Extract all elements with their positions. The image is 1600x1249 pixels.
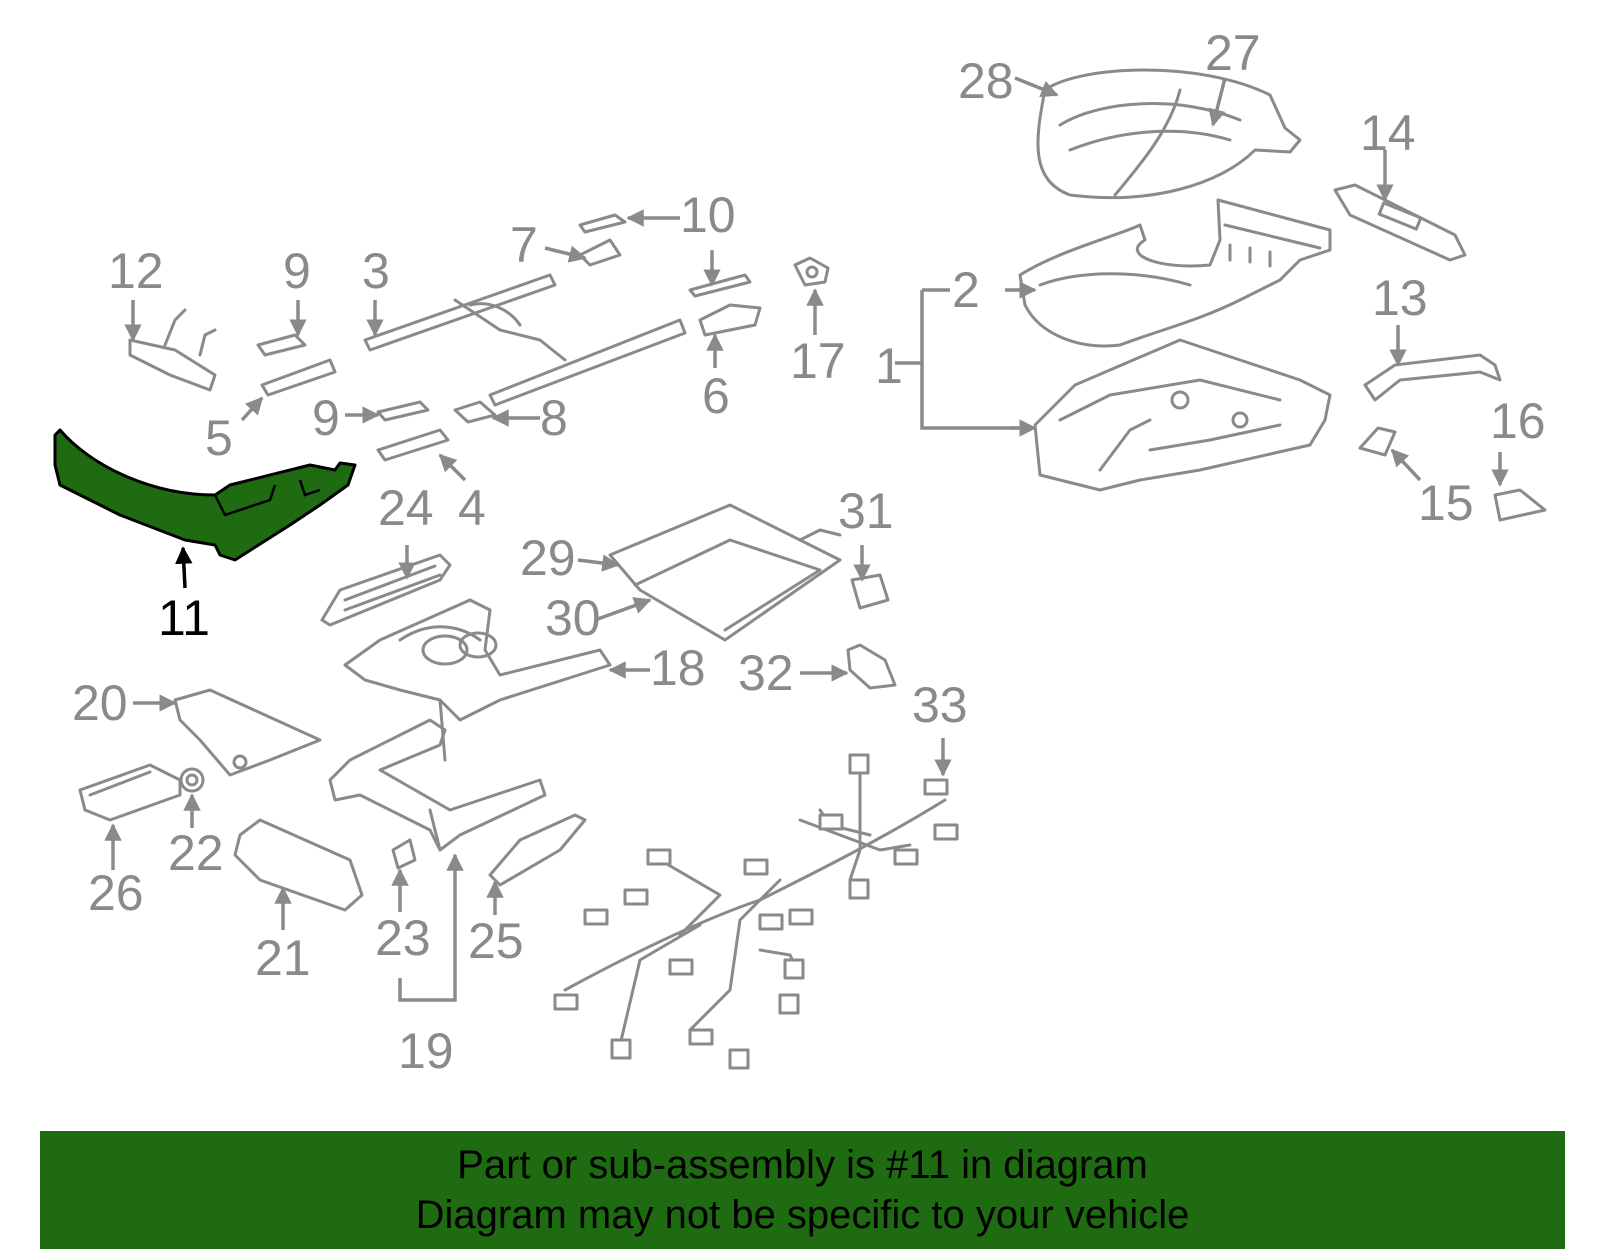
callout-27[interactable]: 27: [1205, 25, 1261, 81]
callout-31[interactable]: 31: [838, 483, 894, 539]
callout-6[interactable]: 6: [702, 368, 730, 424]
part-16-cap[interactable]: [1493, 488, 1547, 522]
callout-11[interactable]: 11: [158, 590, 210, 646]
callout-14[interactable]: 14: [1360, 105, 1416, 161]
leader-lines: [104, 76, 1509, 1002]
part-17-clip[interactable]: [793, 256, 830, 287]
part-7-bracket[interactable]: [578, 238, 622, 267]
info-banner: Part or sub-assembly is #11 in diagram D…: [40, 1131, 1565, 1249]
part-25-trim[interactable]: [488, 813, 587, 887]
callout-33[interactable]: 33: [912, 677, 968, 733]
part-4-rail[interactable]: [376, 428, 450, 462]
part-23-clip[interactable]: [391, 838, 417, 870]
callout-9-upper[interactable]: 9: [283, 243, 311, 299]
callout-10[interactable]: 10: [680, 187, 736, 243]
callout-30[interactable]: 30: [545, 590, 601, 646]
callout-3[interactable]: 3: [362, 243, 390, 299]
part-14-bracket[interactable]: [1333, 183, 1467, 262]
part-12-bracket[interactable]: [128, 308, 217, 392]
callout-28[interactable]: 28: [958, 53, 1014, 109]
banner-line-1: Part or sub-assembly is #11 in diagram: [457, 1143, 1148, 1187]
callout-19[interactable]: 19: [398, 1023, 454, 1079]
part-24-grille[interactable]: [320, 553, 452, 627]
callout-8[interactable]: 8: [540, 390, 568, 446]
callout-23[interactable]: 23: [375, 910, 431, 966]
part-26-tray[interactable]: [78, 763, 182, 822]
part-5-rail[interactable]: [260, 358, 337, 397]
callout-labels: 1 2 3 4 5 6 7 8 9 9 10 11 12 13 14 15 16…: [72, 25, 1546, 1079]
part-19-lower-frame[interactable]: [328, 698, 547, 852]
callout-5[interactable]: 5: [205, 410, 233, 466]
callout-12[interactable]: 12: [108, 243, 164, 299]
part-20-cover[interactable]: [173, 688, 322, 777]
callout-21[interactable]: 21: [255, 930, 311, 986]
callout-1[interactable]: 1: [875, 338, 903, 394]
callout-18[interactable]: 18: [650, 640, 706, 696]
part-seat-cushion[interactable]: [1036, 68, 1302, 200]
part-22-ring[interactable]: [179, 767, 205, 793]
part-6-bracket[interactable]: [698, 303, 762, 337]
callout-20[interactable]: 20: [72, 675, 128, 731]
callout-15[interactable]: 15: [1418, 475, 1474, 531]
callout-9-lower[interactable]: 9: [312, 390, 340, 446]
callout-32[interactable]: 32: [738, 645, 794, 701]
callout-13[interactable]: 13: [1372, 270, 1428, 326]
part-9-pad-lower[interactable]: [376, 400, 430, 422]
part-10-strip-upper[interactable]: [578, 213, 627, 234]
part-seat-pan[interactable]: [1018, 198, 1332, 348]
callout-25[interactable]: 25: [468, 913, 524, 969]
part-21-cover[interactable]: [233, 818, 364, 912]
callout-4[interactable]: 4: [458, 480, 486, 536]
part-32-bracket[interactable]: [846, 643, 897, 690]
part-9-pad-upper[interactable]: [256, 333, 307, 357]
callout-16[interactable]: 16: [1490, 393, 1546, 449]
callout-22[interactable]: 22: [168, 825, 224, 881]
part-8-pad[interactable]: [453, 400, 497, 424]
part-29-30-pad[interactable]: [608, 503, 842, 642]
callout-17[interactable]: 17: [790, 333, 846, 389]
callout-29[interactable]: 29: [520, 530, 576, 586]
callout-7[interactable]: 7: [510, 217, 538, 273]
part-13-trim[interactable]: [1363, 353, 1502, 402]
part-18-seat-base[interactable]: [343, 598, 612, 722]
part-3-track[interactable]: [363, 273, 687, 407]
callout-26[interactable]: 26: [88, 865, 144, 921]
callout-24[interactable]: 24: [378, 480, 434, 536]
part-11-highlighted[interactable]: [53, 428, 357, 562]
part-seat-frame[interactable]: [1033, 338, 1332, 492]
part-31-connector[interactable]: [850, 573, 890, 610]
banner-line-2: Diagram may not be specific to your vehi…: [415, 1193, 1190, 1237]
callout-2[interactable]: 2: [952, 262, 980, 318]
part-15-clip[interactable]: [1358, 426, 1397, 457]
part-33-wiring-harness[interactable]: [553, 753, 959, 1070]
part-10-strip-lower[interactable]: [688, 273, 752, 298]
